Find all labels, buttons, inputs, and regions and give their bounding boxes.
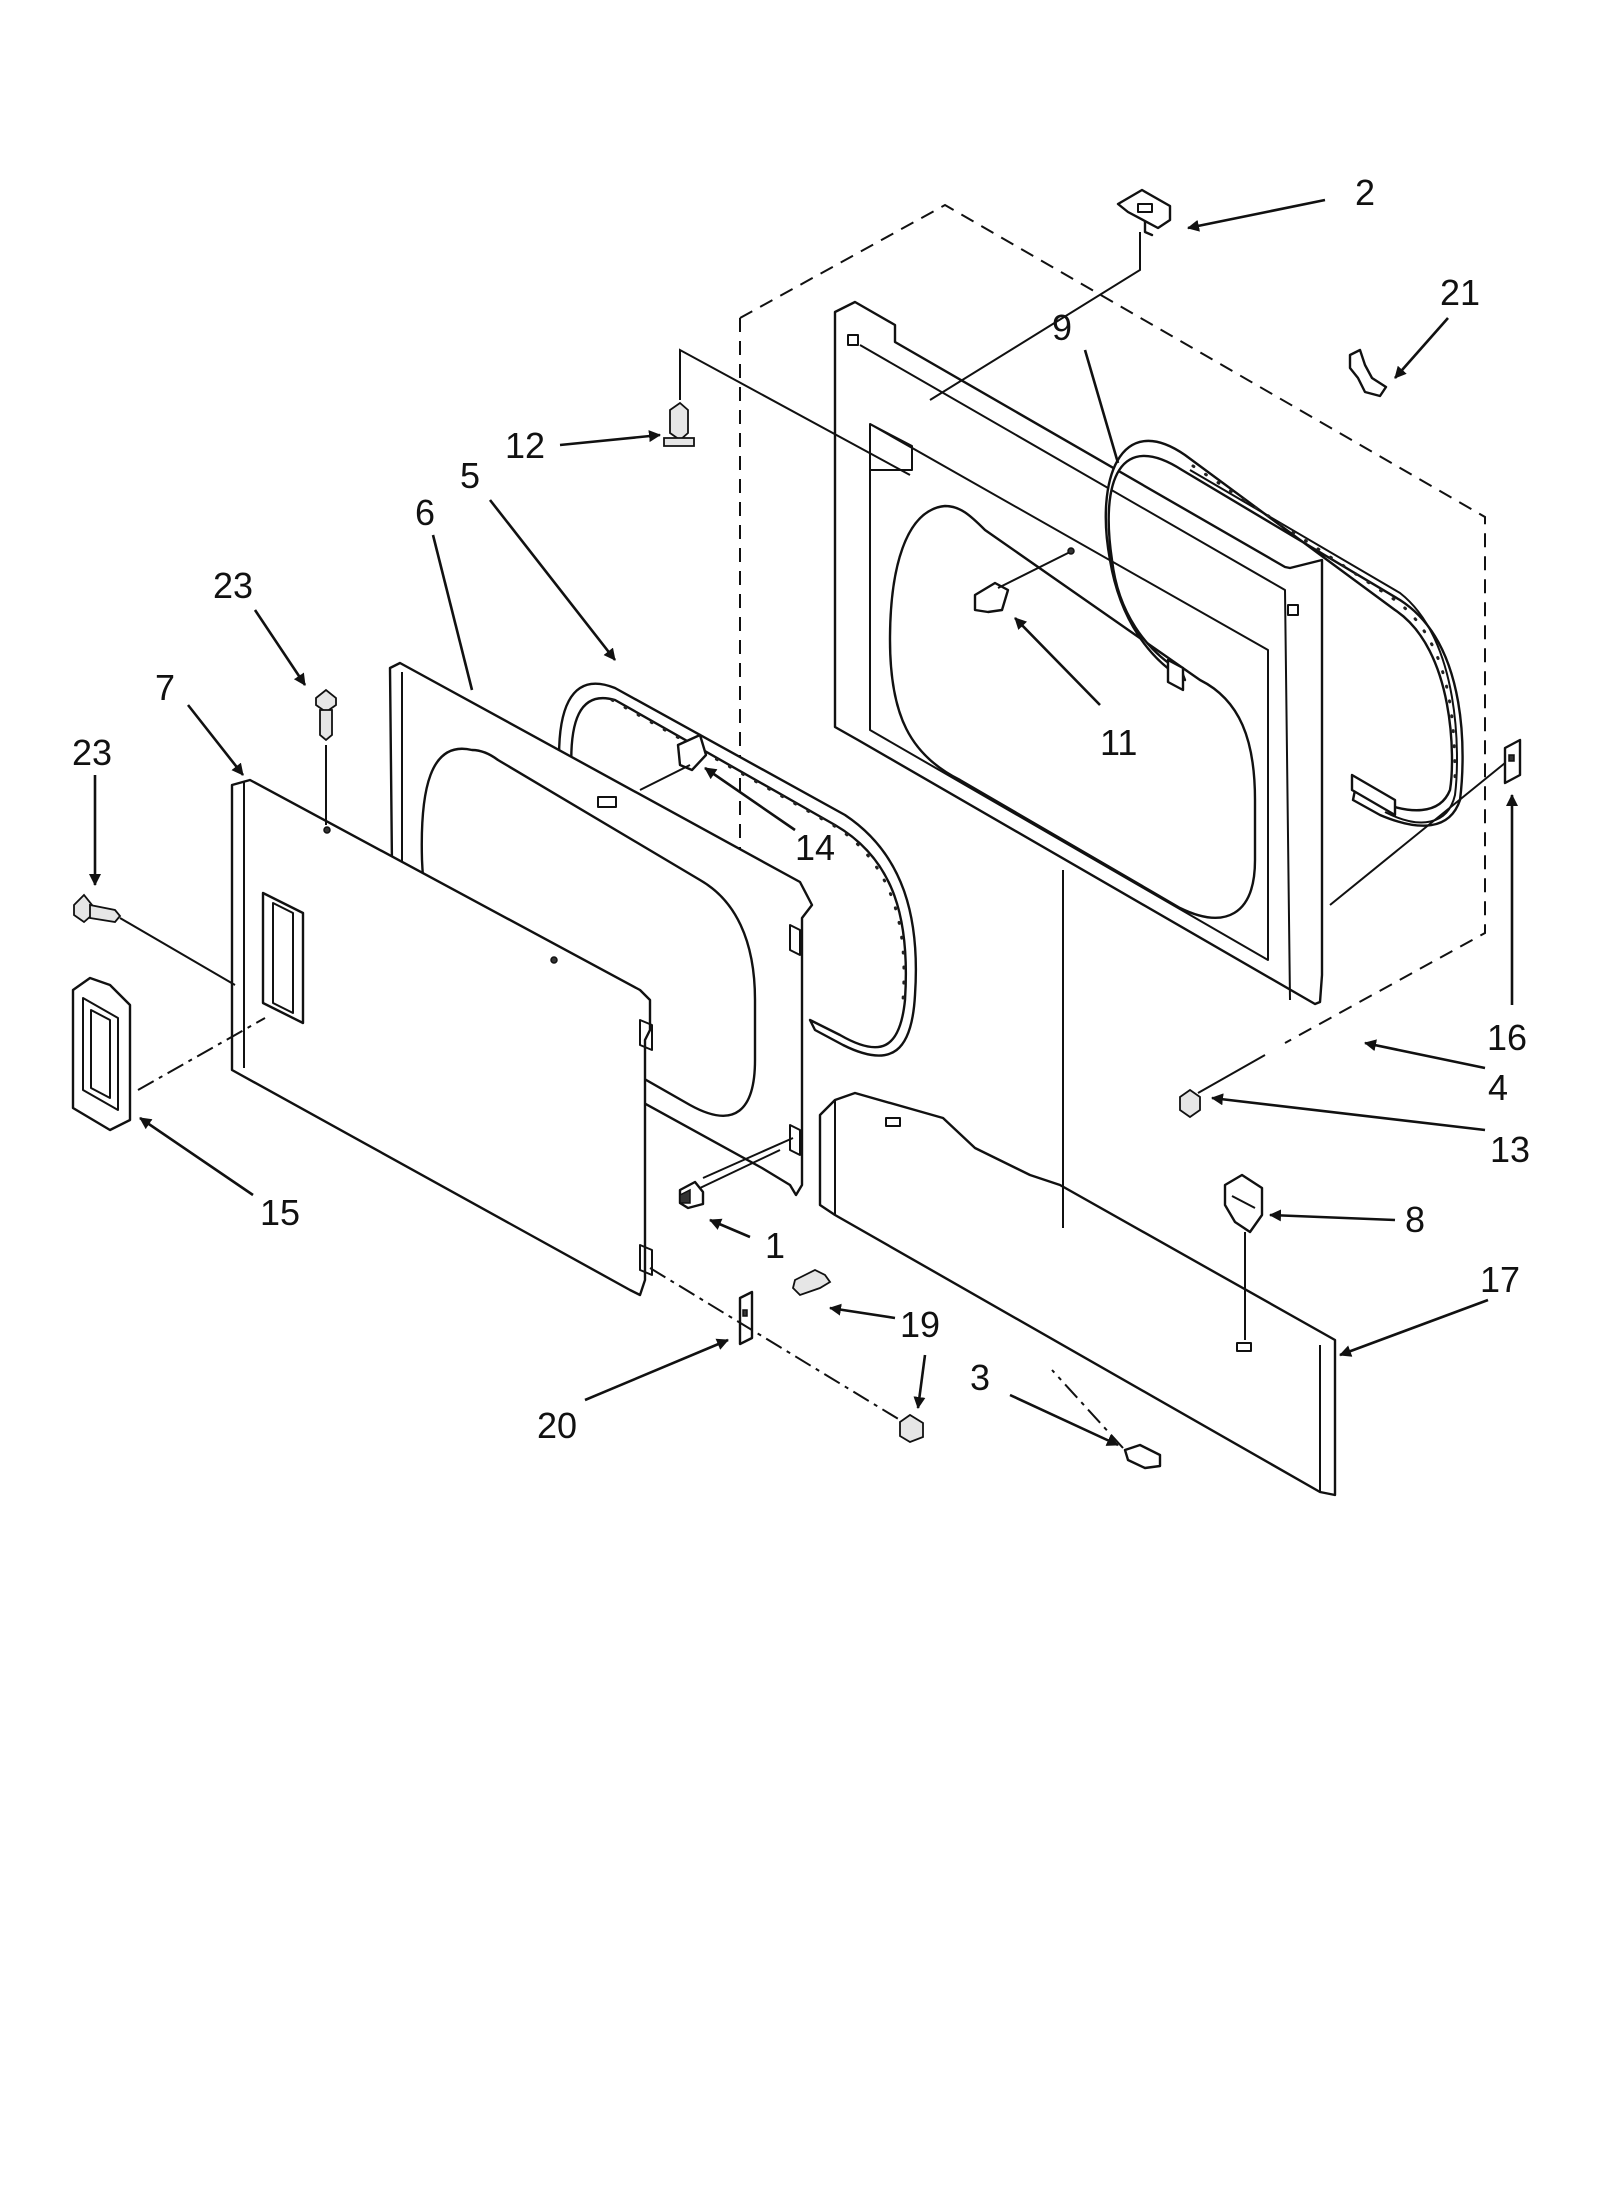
arrow-1 — [709, 1218, 751, 1239]
arrow-19-lower — [913, 1354, 927, 1409]
cabinet-outline — [739, 203, 1486, 1044]
part-11-hook — [973, 581, 1010, 614]
callout-21: 21 — [1440, 272, 1480, 313]
arrow-14 — [704, 766, 796, 832]
callout-15: 15 — [260, 1192, 300, 1233]
callout-4: 4 — [1488, 1067, 1508, 1108]
door-catch-line — [702, 1137, 794, 1179]
callout-17: 17 — [1480, 1259, 1520, 1300]
part-1-catch — [678, 1180, 705, 1210]
arrow-21 — [1394, 317, 1449, 379]
callout-23-left: 23 — [72, 732, 112, 773]
arrow-17 — [1339, 1298, 1489, 1357]
callout-16: 16 — [1487, 1017, 1527, 1058]
part-2-switch — [1116, 188, 1172, 237]
arrow-4 — [1364, 1039, 1486, 1070]
outer-door-7 — [230, 778, 653, 1297]
bracket-16-line — [1329, 762, 1506, 906]
arrow-13 — [1211, 1093, 1486, 1132]
part-23-screw-upper — [315, 688, 337, 742]
callout-14: 14 — [795, 827, 835, 868]
arrow-19 — [829, 1303, 896, 1320]
callout-1: 1 — [765, 1225, 785, 1266]
arrow-2 — [1187, 198, 1326, 232]
callout-12: 12 — [505, 425, 545, 466]
callout-2: 2 — [1355, 172, 1375, 213]
arrow-7 — [186, 704, 245, 776]
part-12-screw — [663, 401, 695, 447]
part-21-clip — [1348, 348, 1388, 398]
callout-5: 5 — [460, 455, 480, 496]
callout-20: 20 — [537, 1405, 577, 1446]
callouts: 2 21 9 12 5 6 23 7 23 11 14 16 4 13 15 1 — [72, 172, 1530, 1447]
arrow-12 — [559, 430, 661, 447]
door-hinge-line — [649, 1267, 901, 1421]
part-20-hinge — [738, 1290, 754, 1346]
arrow-15 — [139, 1116, 254, 1197]
callout-23-upper: 23 — [213, 565, 253, 606]
callout-7: 7 — [155, 667, 175, 708]
arrow-8 — [1269, 1209, 1396, 1222]
part-13-screw — [1179, 1088, 1201, 1119]
callout-11: 11 — [1100, 722, 1137, 763]
part-19-screw-upper — [792, 1268, 832, 1297]
drum-seal-ring-9 — [1104, 439, 1464, 827]
callout-19: 19 — [900, 1304, 940, 1345]
callout-3: 3 — [970, 1357, 990, 1398]
door-handle-recess — [261, 891, 305, 1025]
part-19-screw-lower — [899, 1413, 924, 1443]
seal-ring-inner — [1189, 469, 1458, 824]
part-15-handle — [71, 976, 132, 1132]
part-23-screw-left — [73, 893, 122, 924]
arrow-6 — [431, 534, 474, 691]
arrow-5 — [488, 499, 617, 661]
handle-align-line — [137, 1017, 266, 1091]
callout-13: 13 — [1490, 1129, 1530, 1170]
arrow-11 — [1014, 617, 1101, 706]
part-3-wire-tie — [1123, 1443, 1162, 1470]
kick-panel-17 — [818, 1091, 1337, 1497]
part-8-clip — [1223, 1173, 1264, 1234]
callout-9: 9 — [1052, 307, 1072, 348]
callout-8: 8 — [1405, 1199, 1425, 1240]
arrow-3 — [1009, 1393, 1119, 1447]
arrow-9 — [1083, 349, 1120, 464]
callout-6: 6 — [415, 492, 435, 533]
arrow-20 — [584, 1338, 729, 1402]
arrow-23-upper — [253, 609, 307, 686]
